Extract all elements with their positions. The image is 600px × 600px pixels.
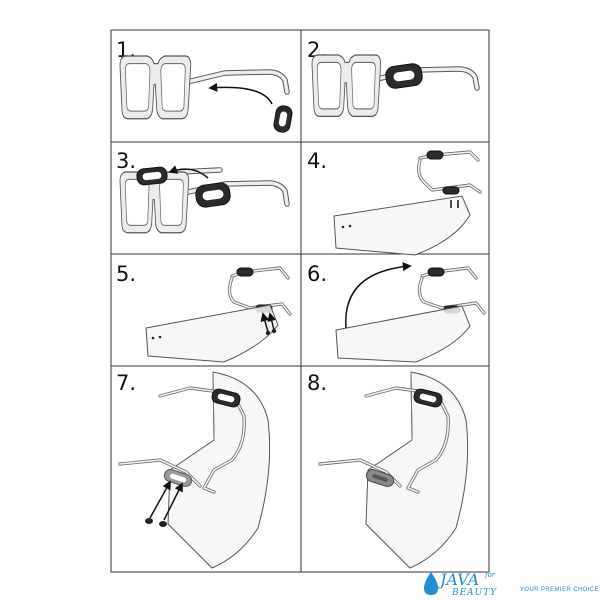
clip-upper bbox=[211, 388, 241, 408]
clip bbox=[426, 150, 444, 160]
step-2-illustration bbox=[311, 54, 480, 117]
arrow bbox=[208, 82, 273, 105]
arrow bbox=[163, 482, 183, 521]
step-grid bbox=[110, 29, 490, 573]
face-shield bbox=[145, 304, 279, 363]
step-number-4: 4. bbox=[307, 149, 327, 173]
step-number-8: 8. bbox=[307, 371, 327, 395]
arrow bbox=[168, 165, 209, 179]
clip-lower bbox=[195, 182, 231, 208]
arrow bbox=[267, 312, 277, 331]
step-number-3: 3. bbox=[116, 149, 136, 173]
clip-upper bbox=[136, 166, 168, 186]
brand-logo: JAVA for BEAUTY YOUR PREMIER CHOICE bbox=[424, 570, 599, 598]
water-drop-icon bbox=[424, 572, 438, 595]
face-shield bbox=[333, 195, 471, 256]
logo-brand: JAVA bbox=[437, 570, 479, 589]
clip bbox=[427, 267, 445, 277]
step-8-illustration bbox=[318, 371, 469, 569]
step-6-illustration bbox=[335, 262, 486, 363]
logo-beauty: BEAUTY bbox=[451, 588, 497, 598]
step-number-5: 5. bbox=[116, 262, 136, 286]
step-5-illustration bbox=[145, 266, 292, 363]
face-shield bbox=[335, 305, 471, 363]
step-number-7: 7. bbox=[116, 371, 136, 395]
step-1-illustration bbox=[119, 55, 293, 133]
logo-for: for bbox=[484, 571, 496, 579]
clip bbox=[236, 267, 254, 277]
clip-attached bbox=[385, 63, 423, 89]
clip-upper bbox=[413, 388, 443, 408]
logo-tagline: YOUR PREMIER CHOICE bbox=[520, 587, 599, 593]
step-number-6: 6. bbox=[307, 262, 327, 286]
arrow bbox=[149, 480, 171, 519]
clip-lower bbox=[365, 469, 395, 487]
clip-piece bbox=[273, 105, 293, 133]
step-4-illustration bbox=[333, 150, 482, 256]
glasses-frame bbox=[119, 55, 290, 120]
arrow bbox=[345, 262, 412, 329]
arrow bbox=[260, 312, 270, 333]
step-3-illustration bbox=[119, 165, 290, 234]
clip bbox=[442, 186, 460, 195]
step-7-illustration bbox=[118, 371, 271, 569]
